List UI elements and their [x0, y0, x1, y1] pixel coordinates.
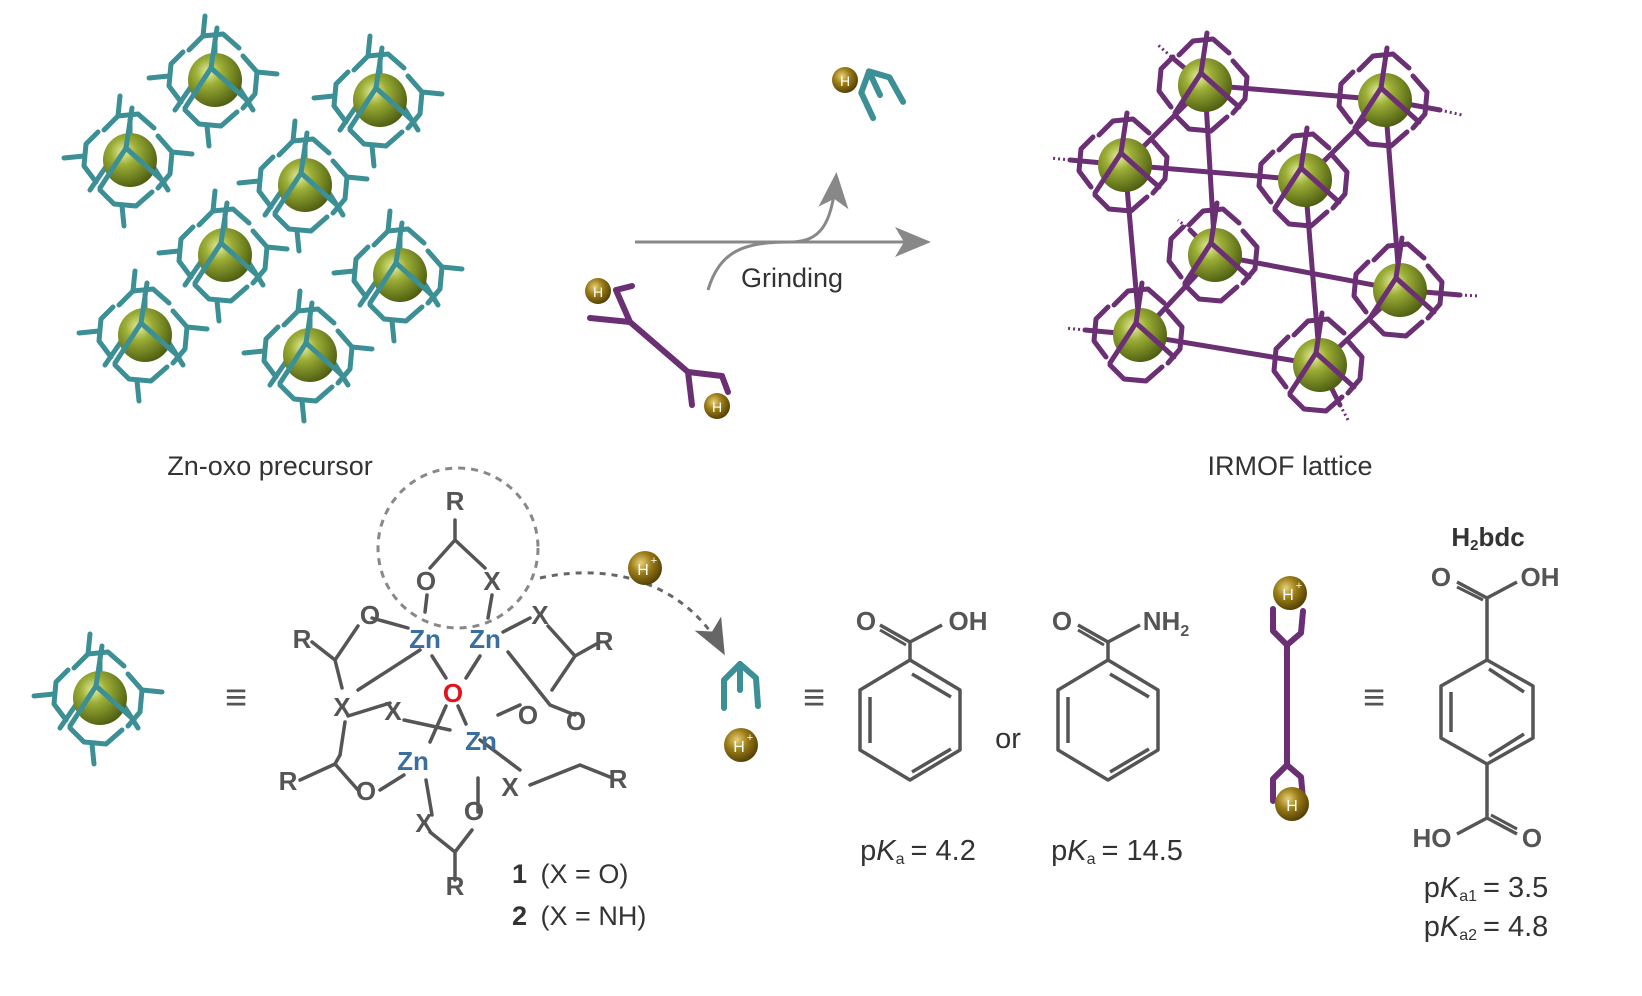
benzamide-structure: O NH2: [1052, 606, 1190, 782]
svg-text:O: O: [856, 606, 876, 636]
svg-text:R: R: [446, 486, 465, 516]
svg-text:H: H: [593, 284, 603, 300]
svg-text:R: R: [293, 624, 312, 654]
lattice-label: IRMOF lattice: [1207, 451, 1372, 481]
grinding-label: Grinding: [741, 263, 843, 293]
svg-text:O: O: [464, 796, 484, 826]
benzamide-pka: pKa= 14.5: [1051, 835, 1183, 868]
svg-text:O: O: [1522, 823, 1542, 853]
svg-text:+: +: [747, 732, 753, 744]
svg-text:OH: OH: [949, 606, 988, 636]
svg-text:HO: HO: [1413, 823, 1452, 853]
svg-text:X: X: [501, 772, 519, 802]
ligand-release-arrow: [539, 571, 725, 656]
or-word: or: [995, 723, 1021, 755]
svg-text:H: H: [733, 739, 745, 756]
cluster-captions: 1 (X = O) 2 (X = NH): [512, 859, 646, 931]
svg-text:NH2: NH2: [1143, 606, 1190, 640]
svg-text:O: O: [360, 600, 380, 630]
zn-atom: Zn: [409, 624, 441, 654]
svg-text:1 (X = O): 1 (X = O): [512, 859, 628, 889]
zn-atom: Zn: [397, 746, 429, 776]
h2bdc-structure: H2bdc O OH HO O: [1413, 522, 1560, 853]
equivalence-sign-1: ≡: [225, 677, 247, 719]
released-mono-acid: H: [832, 64, 904, 118]
proton-sphere: [832, 67, 858, 93]
grinding-arrow: [635, 172, 931, 291]
benzoic-pka: pKa= 4.2: [860, 835, 976, 868]
incoming-dicarboxylic-linker: H H: [585, 278, 731, 419]
svg-text:O: O: [566, 706, 586, 736]
zn4o-cluster-structure: R O X R O X R Zn Zn O X X O O Zn Zn R O …: [279, 466, 725, 901]
h2bdc-title: H2bdc: [1451, 522, 1524, 554]
dicarboxylate-icon: H + H: [1273, 576, 1309, 821]
svg-text:R: R: [279, 766, 298, 796]
h2bdc-pka1: pKa1= 3.5: [1424, 872, 1549, 905]
svg-text:X: X: [415, 808, 433, 838]
svg-text:OH: OH: [1521, 562, 1560, 592]
precursor-label: Zn-oxo precursor: [167, 451, 373, 481]
svg-text:H: H: [712, 399, 722, 415]
zn-atom: Zn: [469, 624, 501, 654]
svg-text:X: X: [483, 566, 501, 596]
svg-text:X: X: [333, 692, 351, 722]
svg-text:O: O: [356, 776, 376, 806]
equivalence-sign-2: ≡: [803, 677, 825, 719]
svg-text:+: +: [1296, 580, 1302, 592]
svg-text:H: H: [1282, 587, 1294, 604]
svg-text:+: +: [651, 555, 657, 567]
equivalence-sign-3: ≡: [1363, 677, 1385, 719]
svg-text:2 (X = NH): 2 (X = NH): [512, 901, 646, 931]
proton-sphere: [628, 551, 662, 585]
svg-text:X: X: [531, 600, 549, 630]
h2bdc-pka2: pKa2= 4.8: [1424, 911, 1549, 944]
svg-text:H: H: [840, 73, 850, 89]
cluster-icon: [34, 634, 162, 764]
svg-text:H: H: [1286, 798, 1298, 815]
svg-text:R: R: [595, 626, 614, 656]
irmof-lattice: [1049, 33, 1481, 421]
zn-atom: Zn: [465, 726, 497, 756]
central-oxygen: O: [443, 678, 463, 708]
svg-text:X: X: [384, 696, 402, 726]
svg-text:R: R: [446, 871, 465, 901]
svg-text:R: R: [609, 764, 628, 794]
svg-text:O: O: [1431, 562, 1451, 592]
zn-oxo-precursor: [64, 16, 462, 421]
svg-text:O: O: [416, 566, 436, 596]
svg-text:H: H: [637, 562, 649, 579]
monocarboxylate-icon: H +: [724, 664, 758, 762]
benzoic-acid-structure: O OH: [856, 606, 988, 782]
svg-text:O: O: [1052, 606, 1072, 636]
svg-text:O: O: [518, 700, 538, 730]
